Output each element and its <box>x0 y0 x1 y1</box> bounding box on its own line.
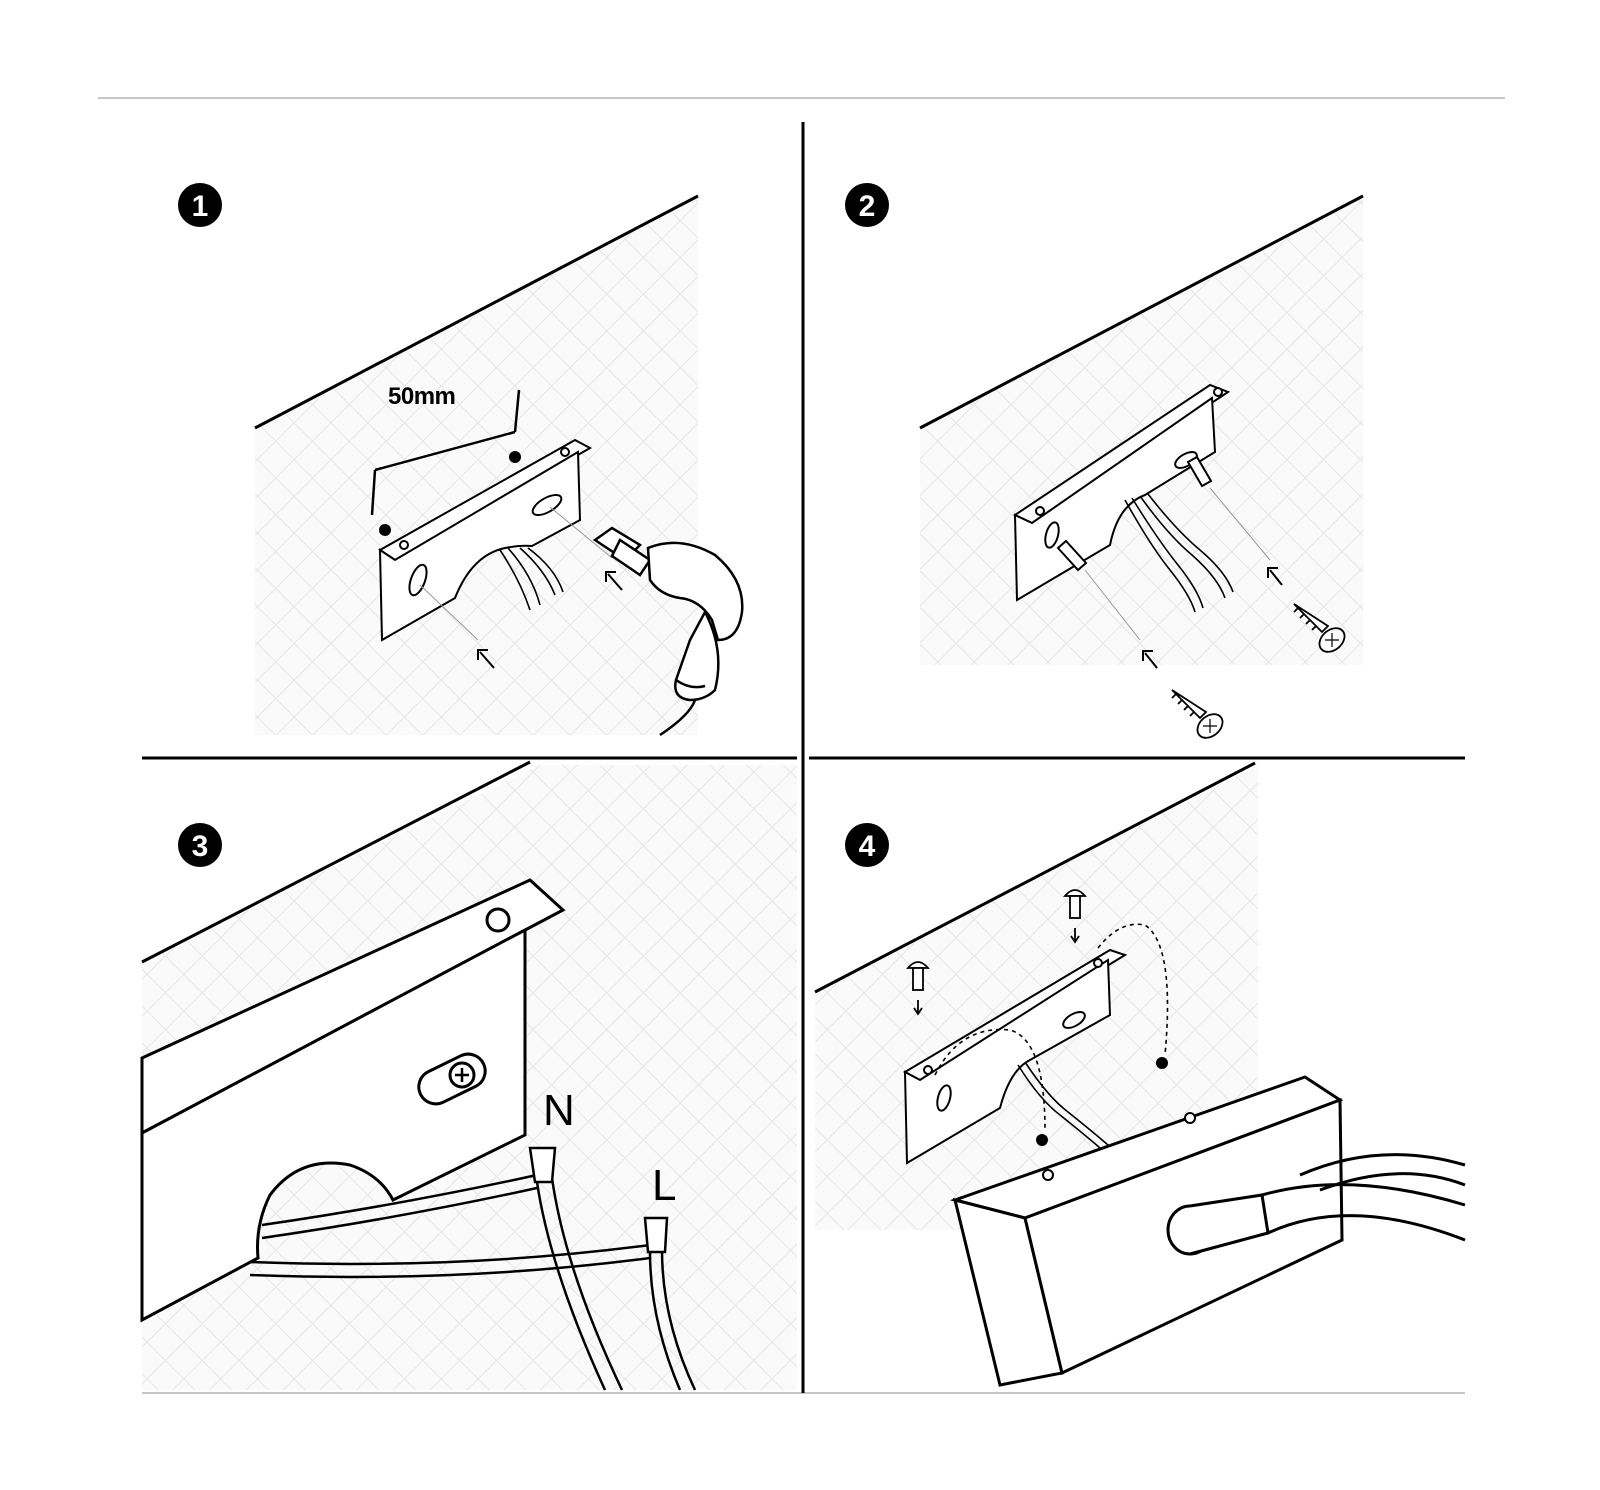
step-1-panel: 1 50mm <box>178 183 744 737</box>
wood-screw-right <box>1293 603 1346 653</box>
direction-arrows <box>477 571 623 669</box>
ceiling-edge <box>254 194 699 430</box>
dimension-label: 50mm <box>388 383 455 410</box>
supply-wires <box>499 547 564 611</box>
dimension-bracket <box>370 389 521 516</box>
mounting-plate <box>902 948 1128 1165</box>
mounting-plate <box>378 438 593 642</box>
machine-screw-right <box>1063 889 1087 944</box>
ceiling-edge <box>141 760 531 964</box>
wood-screw-left <box>1171 689 1224 739</box>
step-2-number: 2 <box>859 190 876 223</box>
ceiling-edge <box>814 761 1256 994</box>
guide-lines <box>1084 487 1271 641</box>
drill-mark-right <box>509 451 521 463</box>
ceiling-edge <box>919 194 1364 430</box>
step-2-badge <box>845 183 889 227</box>
step-4-panel: 4 <box>814 761 1466 1387</box>
step-1-badge <box>178 183 222 227</box>
fixing-mark-left <box>1036 1134 1048 1146</box>
live-ferrule <box>643 1216 669 1254</box>
step-4-number: 4 <box>859 830 876 863</box>
wall-plugs <box>1056 455 1213 572</box>
power-drill <box>592 526 744 737</box>
alignment-arcs <box>934 923 1169 1131</box>
machine-screw-left <box>906 961 930 1016</box>
step-3-number: 3 <box>192 830 209 863</box>
live-wire-label: L <box>652 1161 676 1210</box>
wire-ferrules <box>528 1146 669 1254</box>
step-3-badge <box>178 823 222 867</box>
fixing-mark-right <box>1156 1057 1168 1069</box>
drill-mark-left <box>379 524 391 536</box>
step-3-panel: 3 N L <box>140 760 797 1391</box>
step-2-panel: 2 <box>845 183 1364 739</box>
direction-arrows <box>1142 567 1283 669</box>
mounting-plate-closeup <box>140 878 566 1323</box>
step-4-badge <box>845 823 889 867</box>
neutral-ferrule <box>528 1146 557 1184</box>
neutral-wire-label: N <box>543 1086 575 1135</box>
wall-surface <box>255 196 698 735</box>
supply-wires <box>1124 493 1234 613</box>
supply-wires <box>249 1173 697 1391</box>
supply-wires <box>1017 1061 1109 1149</box>
step-1-number: 1 <box>192 190 209 223</box>
guide-lines <box>419 506 613 641</box>
lamp-arm <box>1166 1153 1466 1256</box>
